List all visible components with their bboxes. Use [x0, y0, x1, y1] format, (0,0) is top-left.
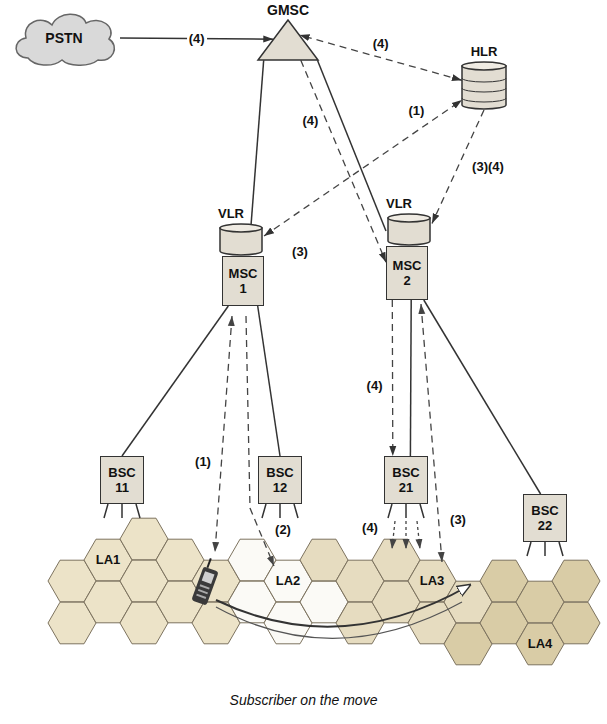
- area-name: LA3: [418, 574, 447, 588]
- database-cylinder: VLR: [386, 196, 432, 246]
- trunk-line: [410, 300, 412, 456]
- movement-arrow: [216, 585, 470, 627]
- step-number: (4): [365, 379, 385, 393]
- area-name: LA1: [94, 553, 123, 567]
- cylinder-body: [462, 66, 506, 109]
- trunk-line: [424, 300, 541, 494]
- step-number: (3)(4): [470, 160, 506, 174]
- step-number: (4): [371, 37, 391, 51]
- database-cylinder: VLR: [218, 206, 264, 256]
- step-number: (4): [187, 32, 207, 46]
- disk-line: [462, 78, 506, 82]
- network-cloud: PSTN: [8, 8, 120, 68]
- trunk-line: [258, 306, 280, 456]
- node-label: VLR: [218, 206, 264, 222]
- cloud-outline: [16, 14, 114, 65]
- cell-area: [444, 560, 600, 665]
- database-cylinder: HLR: [460, 44, 508, 110]
- cell-area: [228, 539, 348, 644]
- area-name: LA4: [526, 637, 555, 651]
- disk-line: [462, 88, 506, 92]
- disk-line: [462, 98, 506, 102]
- node-label: MSC 2: [387, 258, 427, 288]
- node-label: BSC 11: [101, 465, 143, 495]
- caption: Subscriber on the move: [0, 691, 607, 709]
- controller-box: BSC 11: [100, 456, 144, 504]
- paging-arrows: [392, 521, 420, 549]
- trunk-line: [317, 60, 386, 231]
- step-number: (4): [300, 114, 320, 128]
- node-label: HLR: [460, 44, 508, 60]
- node-label: PSTN: [45, 30, 82, 46]
- signal-arrow: [264, 100, 462, 236]
- step-number: (2): [273, 523, 293, 537]
- node-label: BSC 12: [259, 465, 301, 495]
- node-label: GMSC: [256, 2, 320, 18]
- step-number: (1): [406, 104, 426, 118]
- triangle-outline: [258, 20, 318, 60]
- step-number: (1): [193, 455, 213, 469]
- signal-arrow: [300, 35, 462, 80]
- cell-area: [48, 518, 240, 644]
- cylinder-top: [388, 214, 430, 222]
- signal-path: [215, 304, 442, 566]
- signal-arrow: [392, 300, 394, 456]
- switch-box: MSC 2: [386, 246, 428, 300]
- bts-antennas: [104, 504, 563, 556]
- trunk-line: [122, 306, 228, 456]
- mobile-phone: [191, 557, 222, 606]
- cell-grid: [48, 518, 600, 665]
- controller-box: BSC 12: [258, 456, 302, 504]
- node-label: VLR: [386, 196, 432, 212]
- cylinder-top: [220, 224, 262, 232]
- switch-box: MSC 1: [222, 256, 264, 306]
- step-number: (4): [360, 521, 380, 535]
- step-number: (3): [448, 513, 468, 527]
- node-label: BSC 22: [524, 503, 566, 533]
- node-label: MSC 1: [223, 266, 263, 296]
- cylinder-top: [462, 62, 506, 70]
- movement-arrow: [216, 602, 462, 638]
- trunk-line: [251, 60, 264, 224]
- step-number: (3): [290, 245, 310, 259]
- node-label: BSC 21: [385, 465, 427, 495]
- gateway-switch: GMSC: [256, 2, 320, 62]
- area-name: LA2: [274, 574, 303, 588]
- controller-box: BSC 22: [523, 494, 567, 542]
- controller-box: BSC 21: [384, 456, 428, 504]
